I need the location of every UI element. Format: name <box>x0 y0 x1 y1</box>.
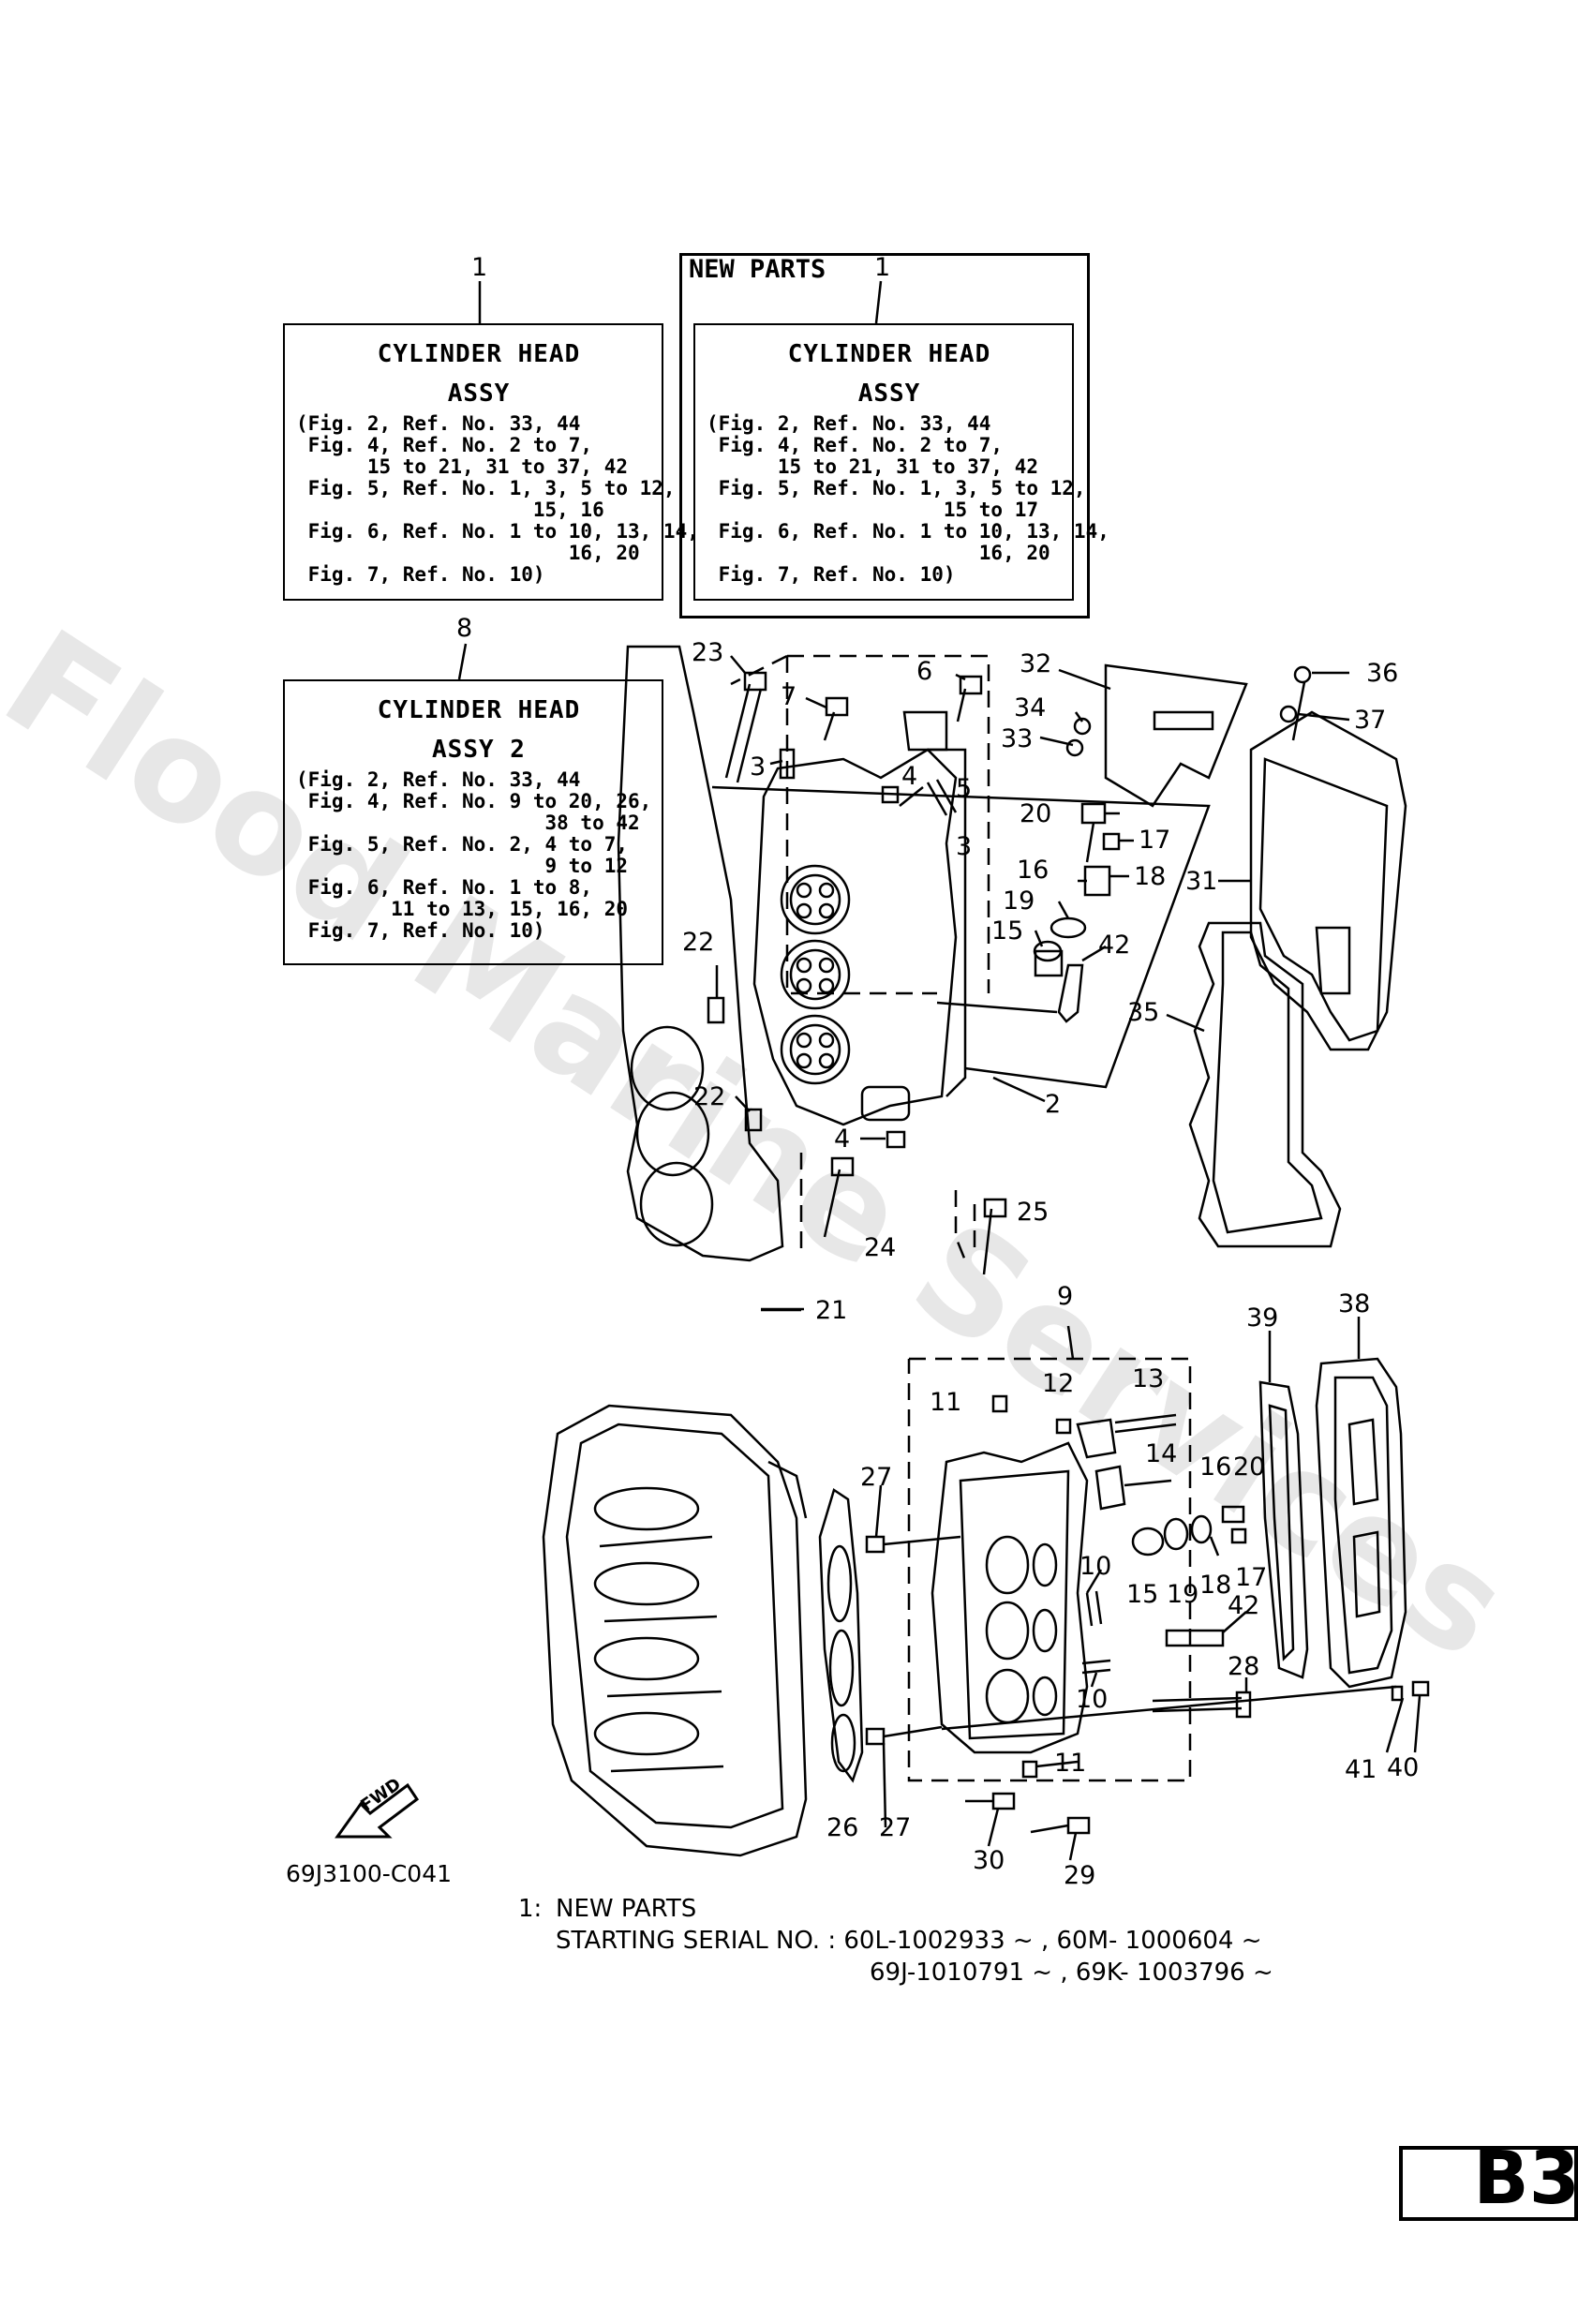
new-parts-frame <box>679 253 1090 618</box>
callout-box-1: 1 <box>471 253 488 282</box>
box-title: CYLINDER HEAD <box>787 340 991 368</box>
callout: 42 <box>1228 1591 1260 1620</box>
callout: 9 <box>1057 1282 1074 1311</box>
callout: 24 <box>864 1233 897 1262</box>
page-id: B3 <box>1473 2137 1578 2221</box>
callout: 25 <box>1017 1198 1050 1227</box>
box-line: Fig. 4, Ref. No. 9 to 20, 26, <box>296 790 652 812</box>
callout: 29 <box>1064 1861 1096 1890</box>
box-line: Fig. 7, Ref. No. 10) <box>296 563 545 586</box>
callout: 10 <box>1079 1552 1112 1581</box>
callout: 16 <box>1017 856 1050 885</box>
callout: 21 <box>815 1296 848 1325</box>
callout: 41 <box>1345 1755 1377 1784</box>
callout: 40 <box>1387 1753 1420 1782</box>
callout: 4 <box>901 762 918 791</box>
box-line: 15 to 21, 31 to 37, 42 <box>296 455 629 478</box>
box-subtitle: ASSY <box>857 380 921 408</box>
box-line: 16, 20 <box>707 542 1050 564</box>
callout: 3 <box>956 832 973 861</box>
box-line: Fig. 7, Ref. No. 10) <box>296 919 545 942</box>
cylinder-head-assy-box: CYLINDER HEAD ASSY (Fig. 2, Ref. No. 33,… <box>283 323 699 601</box>
callout-box-8: 8 <box>456 614 473 643</box>
box-subtitle: ASSY <box>447 380 511 408</box>
callout: 15 <box>991 916 1024 946</box>
callout: 14 <box>1145 1439 1178 1468</box>
callout: 34 <box>1014 693 1047 723</box>
note-number: 1: <box>518 1895 543 1923</box>
callout: 22 <box>693 1082 726 1111</box>
note-line-3: 69J-1010791 ~ , 69K- 1003796 ~ <box>870 1959 1273 1987</box>
callout: 18 <box>1199 1571 1232 1600</box>
callout: 17 <box>1139 826 1171 855</box>
callout: 6 <box>916 657 933 686</box>
callout: 18 <box>1134 862 1167 891</box>
callout: 32 <box>1020 649 1052 678</box>
callout: 27 <box>879 1813 912 1842</box>
new-parts-tag: NEW PARTS <box>689 255 826 284</box>
callout: 12 <box>1042 1369 1075 1398</box>
box-line: Fig. 4, Ref. No. 2 to 7, <box>296 434 593 456</box>
callout: 38 <box>1338 1289 1371 1318</box>
callout: 2 <box>1045 1090 1062 1119</box>
callout: 27 <box>860 1463 893 1492</box>
box-line: 11 to 13, 15, 16, 20 <box>296 898 629 920</box>
box-title: CYLINDER HEAD <box>377 340 581 368</box>
box-line: 15 to 17 <box>707 499 1039 521</box>
box-line: 38 to 42 <box>296 812 640 834</box>
callout: 10 <box>1076 1685 1109 1714</box>
drawing-code: 69J3100-C041 <box>286 1860 453 1887</box>
callout-box-1-new: 1 <box>874 253 891 282</box>
callout: 4 <box>834 1125 851 1154</box>
box-subtitle: ASSY 2 <box>432 736 526 764</box>
callout: 11 <box>1054 1749 1087 1778</box>
box-line: Fig. 5, Ref. No. 2, 4 to 7, <box>296 833 629 856</box>
box-line: (Fig. 2, Ref. No. 33, 44 <box>296 768 581 791</box>
box-line: 15 to 21, 31 to 37, 42 <box>707 455 1039 478</box>
callout: 39 <box>1246 1304 1279 1333</box>
callout: 15 <box>1126 1580 1159 1609</box>
box-line: Fig. 6, Ref. No. 1 to 10, 13, 14, <box>707 520 1109 543</box>
box-line: Fig. 5, Ref. No. 1, 3, 5 to 12, <box>296 477 676 499</box>
callout: 5 <box>956 774 973 803</box>
callout: 33 <box>1001 724 1034 753</box>
callout: 3 <box>750 752 767 782</box>
box-line: (Fig. 2, Ref. No. 33, 44 <box>707 412 991 435</box>
box-title: CYLINDER HEAD <box>377 696 581 724</box>
box-line: (Fig. 2, Ref. No. 33, 44 <box>296 412 581 435</box>
note-line-1: NEW PARTS <box>556 1895 697 1923</box>
box-line: Fig. 5, Ref. No. 1, 3, 5 to 12, <box>707 477 1086 499</box>
box-line: Fig. 7, Ref. No. 10) <box>707 563 956 586</box>
callout: 37 <box>1354 706 1387 735</box>
callout: 13 <box>1132 1364 1165 1393</box>
box-line: 15, 16 <box>296 499 604 521</box>
callout: 30 <box>973 1846 1005 1875</box>
box-line: Fig. 6, Ref. No. 1 to 10, 13, 14, <box>296 520 699 543</box>
callout: 26 <box>826 1813 859 1842</box>
callout: 11 <box>930 1388 962 1417</box>
box-line: 16, 20 <box>296 542 640 564</box>
box-line: Fig. 6, Ref. No. 1 to 8, <box>296 876 593 899</box>
callout: 20 <box>1233 1452 1266 1482</box>
box-line: 9 to 12 <box>296 855 629 877</box>
cylinder-head-assy-new-box: CYLINDER HEAD ASSY (Fig. 2, Ref. No. 33,… <box>693 323 1109 601</box>
callout: 22 <box>682 928 715 957</box>
callout: 31 <box>1185 867 1218 896</box>
callout: 16 <box>1199 1452 1232 1482</box>
callout: 23 <box>692 638 724 667</box>
callout: 19 <box>1167 1580 1199 1609</box>
box-line: Fig. 4, Ref. No. 2 to 7, <box>707 434 1004 456</box>
callout: 42 <box>1098 931 1131 960</box>
callout: 20 <box>1020 799 1052 828</box>
page-id-box: B3 <box>1399 2137 1578 2221</box>
callout: 28 <box>1228 1652 1260 1681</box>
cylinder-head-assy-2-box: CYLINDER HEAD ASSY 2 (Fig. 2, Ref. No. 3… <box>283 679 663 965</box>
callout: 7 <box>781 682 797 711</box>
note-line-2: STARTING SERIAL NO. : 60L-1002933 ~ , 60… <box>556 1927 1262 1955</box>
callout: 36 <box>1366 659 1399 688</box>
callout: 19 <box>1003 886 1035 916</box>
callout: 17 <box>1235 1563 1268 1592</box>
callout: 35 <box>1127 998 1160 1027</box>
